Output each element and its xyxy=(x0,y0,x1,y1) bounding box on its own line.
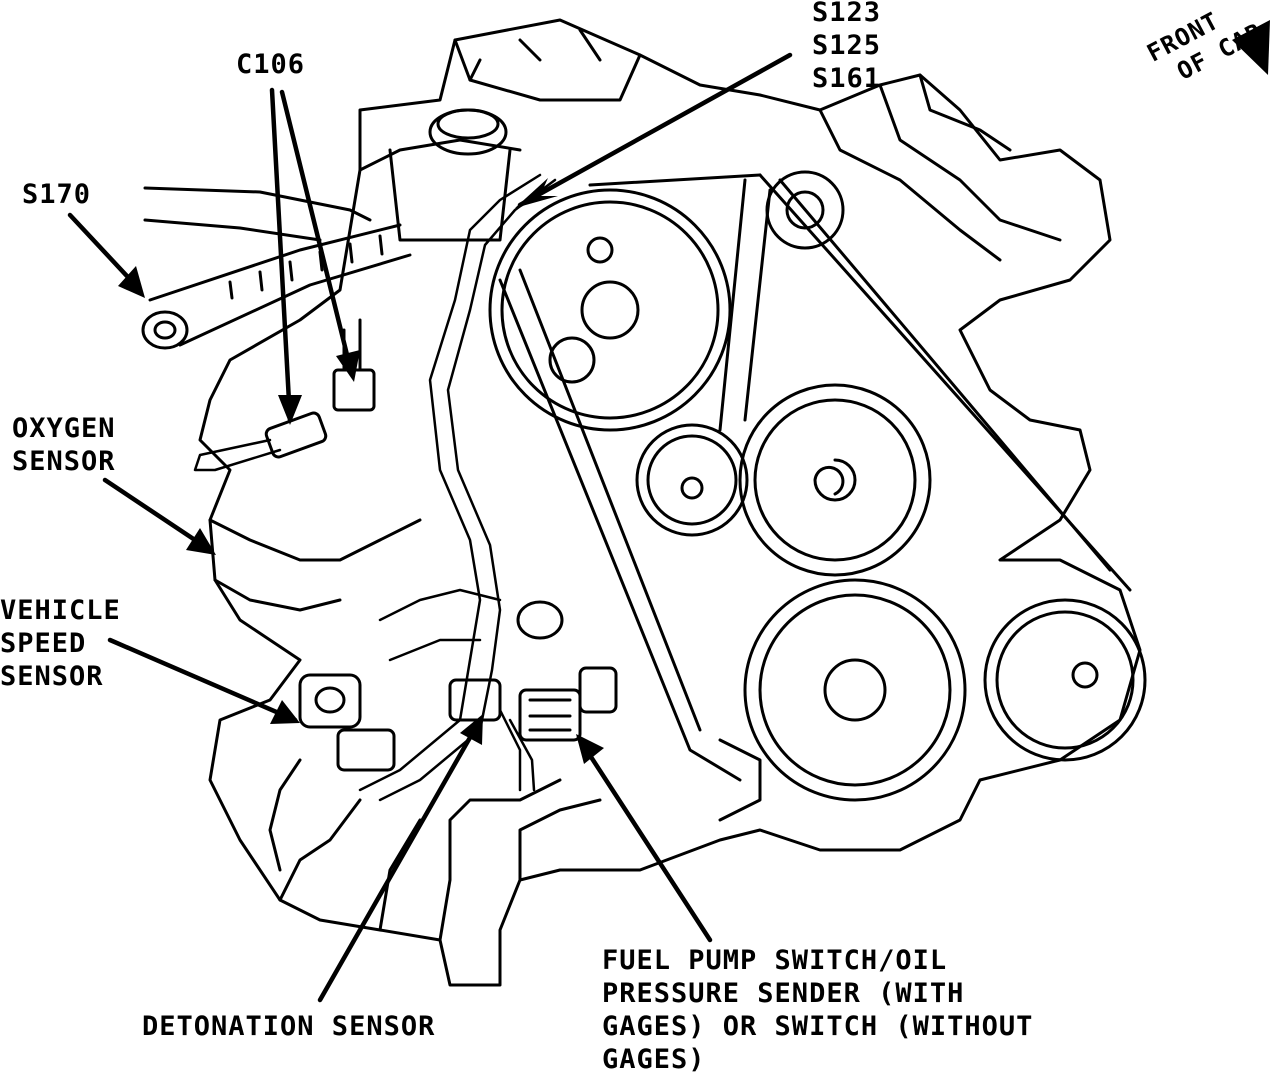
oxygen-sensor-label-line-1: OXYGEN xyxy=(12,413,116,444)
power-steering-pulley xyxy=(738,383,932,577)
fuel-pump-switch-label-line-3: GAGES) OR SWITCH (WITHOUT xyxy=(602,1011,1034,1042)
splice-label-s125: S125 xyxy=(812,30,882,61)
detonation-sensor-label: DETONATION SENSOR xyxy=(142,1011,436,1042)
vehicle-speed-sensor-label-line-1: VEHICLE xyxy=(0,595,121,626)
s170-hose xyxy=(141,186,412,350)
oxygen-sensor-arrow-line xyxy=(102,477,213,553)
oil-filler-cap xyxy=(388,108,512,242)
c106-arrowhead-2 xyxy=(336,350,360,382)
s170-arrowhead xyxy=(118,266,145,298)
serpentine-belt xyxy=(498,173,1132,822)
splice-labels-s123-s125-s161: S123 S125 S161 xyxy=(812,0,881,95)
fuel-pump-switch-arrowhead xyxy=(576,734,604,764)
c106-arrowhead-1 xyxy=(278,395,302,425)
detonation-sensor-arrow-line xyxy=(317,717,483,1003)
fuel-pump-switch-label-line-4: GAGES) xyxy=(602,1044,706,1074)
callout-arrowheads xyxy=(118,178,604,764)
crankshaft-pulley-upper xyxy=(488,188,732,432)
idler-pulley xyxy=(635,423,749,537)
splice-label-s123: S123 xyxy=(812,0,882,28)
s123-arrowhead xyxy=(515,178,558,208)
vehicle-speed-sensor-label-line-2: SPEED xyxy=(0,628,87,659)
callout-arrows xyxy=(67,52,793,1003)
fuel-pump-switch-label-line-1: FUEL PUMP SWITCH/OIL xyxy=(602,945,948,976)
s123-arrow-line xyxy=(517,52,793,208)
detonation-sensor-arrowhead xyxy=(460,714,483,745)
oxygen-sensor-label-line-2: SENSOR xyxy=(12,446,116,477)
fuel-pump-switch-label: FUEL PUMP SWITCH/OIL PRESSURE SENDER (WI… xyxy=(602,944,1033,1074)
fuel-pump-switch-arrow-line xyxy=(577,737,713,943)
front-of-car-arrow-icon xyxy=(1232,20,1270,75)
fuel-pump-switch-part xyxy=(518,666,618,742)
connector-label-c106: C106 xyxy=(236,49,306,80)
oxygen-sensor-label: OXYGEN SENSOR xyxy=(12,412,116,478)
c106-arrow-line-1 xyxy=(269,87,293,423)
oxygen-sensor-arrowhead xyxy=(186,528,216,555)
vehicle-speed-sensor-arrow-line xyxy=(107,637,298,723)
detonation-sensor-part xyxy=(448,600,564,722)
vehicle-speed-sensor-label: VEHICLE SPEED SENSOR xyxy=(0,594,121,693)
vehicle-speed-sensor-arrowhead xyxy=(270,700,300,724)
vehicle-speed-sensor-label-line-3: SENSOR xyxy=(0,661,104,692)
c106-arrow-line-2 xyxy=(279,89,355,378)
splice-label-s170: S170 xyxy=(22,179,92,210)
engine-block-outline xyxy=(198,18,1142,987)
ac-compressor-pulley xyxy=(743,578,967,802)
alternator-pulley xyxy=(983,598,1147,762)
wiring-harness xyxy=(193,173,557,802)
splice-label-s161: S161 xyxy=(812,63,882,94)
vehicle-speed-sensor-part xyxy=(298,673,396,772)
fuel-pump-switch-label-line-2: PRESSURE SENDER (WITH xyxy=(602,978,965,1009)
